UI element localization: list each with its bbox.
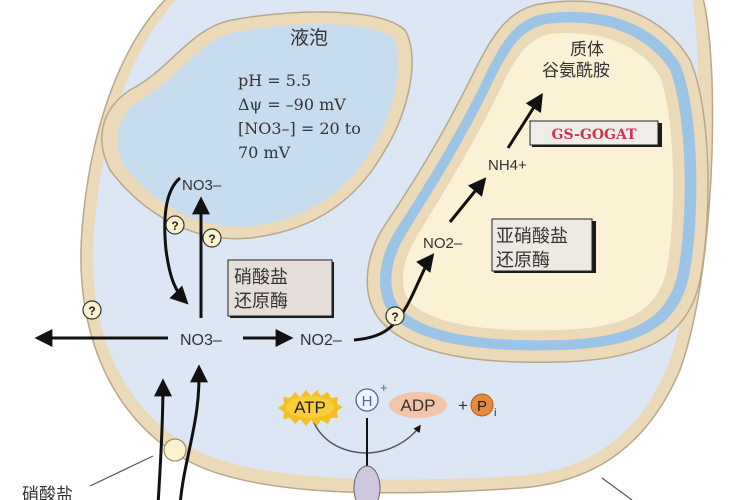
vacuole-nitrate-concentration-cont: 70 mV <box>238 143 291 162</box>
plastid-title: 质体 <box>570 40 604 60</box>
nitrate-reductase-line1: 硝酸盐 <box>234 267 288 288</box>
gs-gogat-box: GS-GOGAT <box>529 120 662 147</box>
atp-hydrolysis-arrow <box>311 417 421 454</box>
vacuole-nitrate-concentration: [NO3–] = 20 to <box>238 119 361 138</box>
svg-text:?: ? <box>88 304 95 318</box>
atp-label: ATP <box>294 398 326 417</box>
nitrate-transporter-label: 硝酸盐 <box>22 485 73 500</box>
gs-gogat-arrow <box>506 92 543 149</box>
proton-label: H <box>362 393 373 410</box>
ammonium: NH4+ <box>488 157 527 174</box>
unknown-transporter-plastid-nitrite: ? <box>385 306 405 326</box>
vacuole-nitrate: NO3– <box>182 177 222 194</box>
nitrate-uptake-arrow-2 <box>179 364 208 500</box>
nitrite-reductase-arrow <box>448 177 487 223</box>
svg-text:?: ? <box>171 219 178 233</box>
glutamine-label: 谷氨酰胺 <box>542 61 610 81</box>
phosphate-label: P <box>477 398 487 415</box>
gs-gogat-label: GS-GOGAT <box>551 127 637 143</box>
unknown-transporters: ? ? ? ? <box>82 215 405 326</box>
adp-group: ADP <box>389 392 447 418</box>
nitrate-uptake-arrow-1 <box>153 378 172 500</box>
vacuole-labels: 液泡 pH = 5.5 Δψ = –90 mV [NO3–] = 20 to 7… <box>182 27 361 194</box>
plastid-stroma <box>402 33 674 331</box>
phosphate-group: P i <box>470 393 496 419</box>
nitrate-transporter <box>163 438 187 462</box>
nitrate-reductase-line2: 还原酶 <box>234 291 288 312</box>
vacuole-release-arrow <box>163 176 189 305</box>
unknown-transporter-vacuole-influx: ? <box>202 228 222 248</box>
atp-group: ATP <box>278 390 343 426</box>
nitrite-reductase-line2: 还原酶 <box>496 250 550 271</box>
proton-pump <box>353 465 381 500</box>
nitrate-reductase-box: 硝酸盐 还原酶 <box>227 259 334 318</box>
proton-charge: + <box>380 380 388 395</box>
vacuole-lumen <box>117 24 398 227</box>
cytosol-nitrate: NO3– <box>180 332 222 349</box>
svg-text:?: ? <box>208 232 215 246</box>
vacuole-ph: pH = 5.5 <box>238 71 311 90</box>
unknown-transporter-plasma-efflux: ? <box>82 300 102 320</box>
proton-group: H + <box>355 380 388 412</box>
plus-sign: + <box>458 396 468 415</box>
adp-label: ADP <box>401 396 436 415</box>
plastid-nitrite: NO2– <box>423 235 463 252</box>
plastid <box>366 0 709 364</box>
vacuole-membrane-potential: Δψ = –90 mV <box>238 95 346 114</box>
vacuole-title: 液泡 <box>290 27 328 49</box>
pathway-arrows <box>34 92 543 500</box>
membrane-callout-line <box>601 477 633 500</box>
plastid-labels: 质体 谷氨酰胺 NH4+ NO2– GS-GOGAT 亚硝酸盐 还原酶 <box>423 40 662 273</box>
unknown-transporter-vacuole-efflux: ? <box>165 215 185 235</box>
vacuole <box>101 11 413 240</box>
nitrate-transporter-callout-line <box>89 455 154 487</box>
nitrite-reductase-line1: 亚硝酸盐 <box>496 226 568 247</box>
cytosol-nitrite: NO2– <box>300 332 342 349</box>
phosphate-subscript: i <box>494 407 496 419</box>
nitrite-reductase-box: 亚硝酸盐 还原酶 <box>491 218 596 273</box>
svg-text:?: ? <box>391 310 398 324</box>
nitrite-import-arrow <box>353 253 435 342</box>
